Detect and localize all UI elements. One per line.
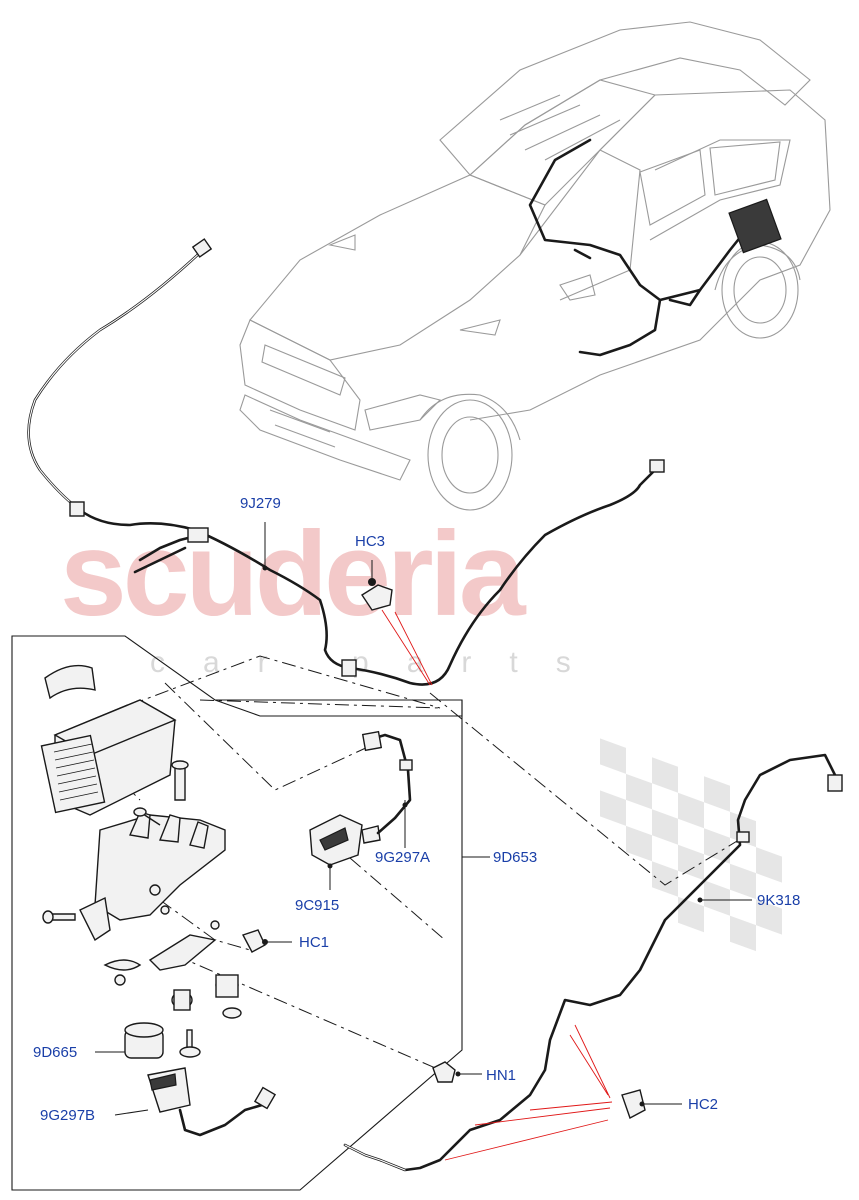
assembly-frame-inner (214, 699, 463, 717)
clip-HC3 (361, 560, 433, 686)
vehicle-harness (528, 138, 782, 357)
carbon-canister (40, 699, 177, 816)
fasteners (42, 760, 242, 1058)
watermark-subtitle: car parts (150, 646, 609, 679)
callout-HC2: HC2 (688, 1096, 718, 1113)
pipe-9K318 (343, 753, 843, 1172)
valve-9G297B (114, 1067, 277, 1137)
callout-HC3: HC3 (355, 533, 385, 550)
callout-9C915: 9C915 (295, 897, 339, 914)
assembly-dash-lines (119, 655, 743, 1071)
callout-9J279: 9J279 (240, 495, 281, 512)
assembly-frame-outer (11, 635, 463, 1191)
callout-HC1: HC1 (299, 934, 329, 951)
nut-HN1 (432, 1061, 482, 1083)
callout-9D665: 9D665 (33, 1044, 77, 1061)
watermark-brand: scuderia (60, 507, 527, 641)
canister-cover (44, 664, 96, 700)
callout-9K318: 9K318 (757, 892, 800, 909)
harness-9J279 (27, 238, 665, 686)
checker-watermark (600, 738, 782, 952)
callout-9G297B: 9G297B (40, 1107, 95, 1124)
clip-HC1 (241, 929, 292, 953)
hose-9G297A (361, 730, 413, 848)
vehicle-outline (239, 21, 831, 511)
callout-9D653: 9D653 (493, 849, 537, 866)
callout-HN1: HN1 (486, 1067, 516, 1084)
canister-bracket (79, 811, 226, 971)
purge-valve-9C915 (309, 814, 381, 890)
clip-HC2 (444, 1024, 682, 1161)
callout-9G297A: 9G297A (375, 849, 430, 866)
part-9D665 (95, 1022, 164, 1059)
